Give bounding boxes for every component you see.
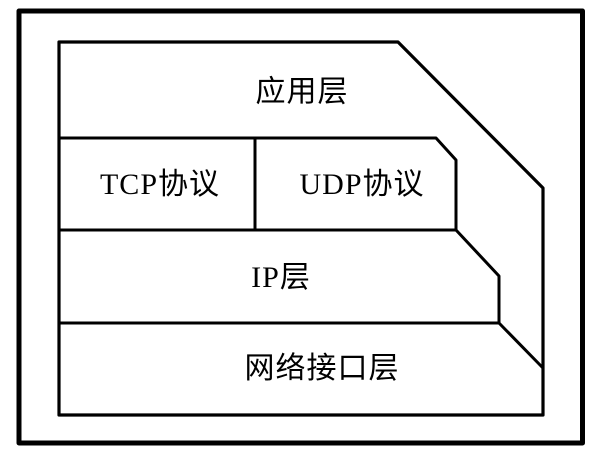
tcp-protocol-label: TCP协议: [100, 168, 220, 201]
ip-row-boundary: [59, 228, 501, 323]
application-layer-label: 应用层: [256, 76, 349, 109]
network-row-boundary: [59, 321, 545, 370]
transport-row-boundary: [59, 136, 458, 230]
ip-layer-label: IP层: [251, 261, 311, 294]
stack-outline: [57, 40, 545, 417]
udp-protocol-label: UDP协议: [299, 168, 424, 201]
network-interface-layer-label: 网络接口层: [245, 352, 400, 385]
outer-frame: [16, 8, 585, 446]
